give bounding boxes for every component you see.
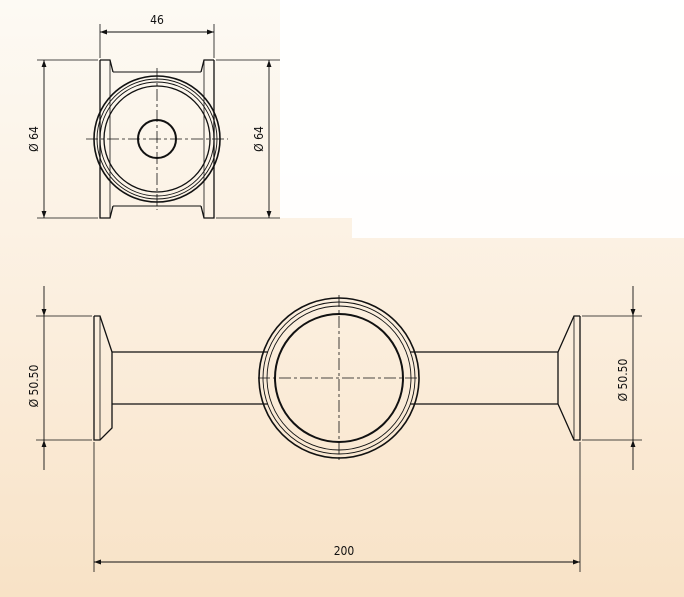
front-view — [36, 286, 642, 572]
dim-200-label: 200 — [334, 544, 355, 558]
right-end-cap — [557, 315, 581, 441]
dim-50-left-label: Ø 50.50 — [27, 364, 41, 407]
dim-46-label: 46 — [150, 13, 164, 27]
dim-64-left-label: Ø 64 — [27, 126, 41, 152]
white-panel — [0, 0, 684, 238]
dim-64-right-label: Ø 64 — [252, 126, 266, 152]
top-view — [37, 24, 280, 219]
left-end-cap — [93, 315, 113, 441]
dim-50-right-label: Ø 50.50 — [616, 358, 630, 401]
